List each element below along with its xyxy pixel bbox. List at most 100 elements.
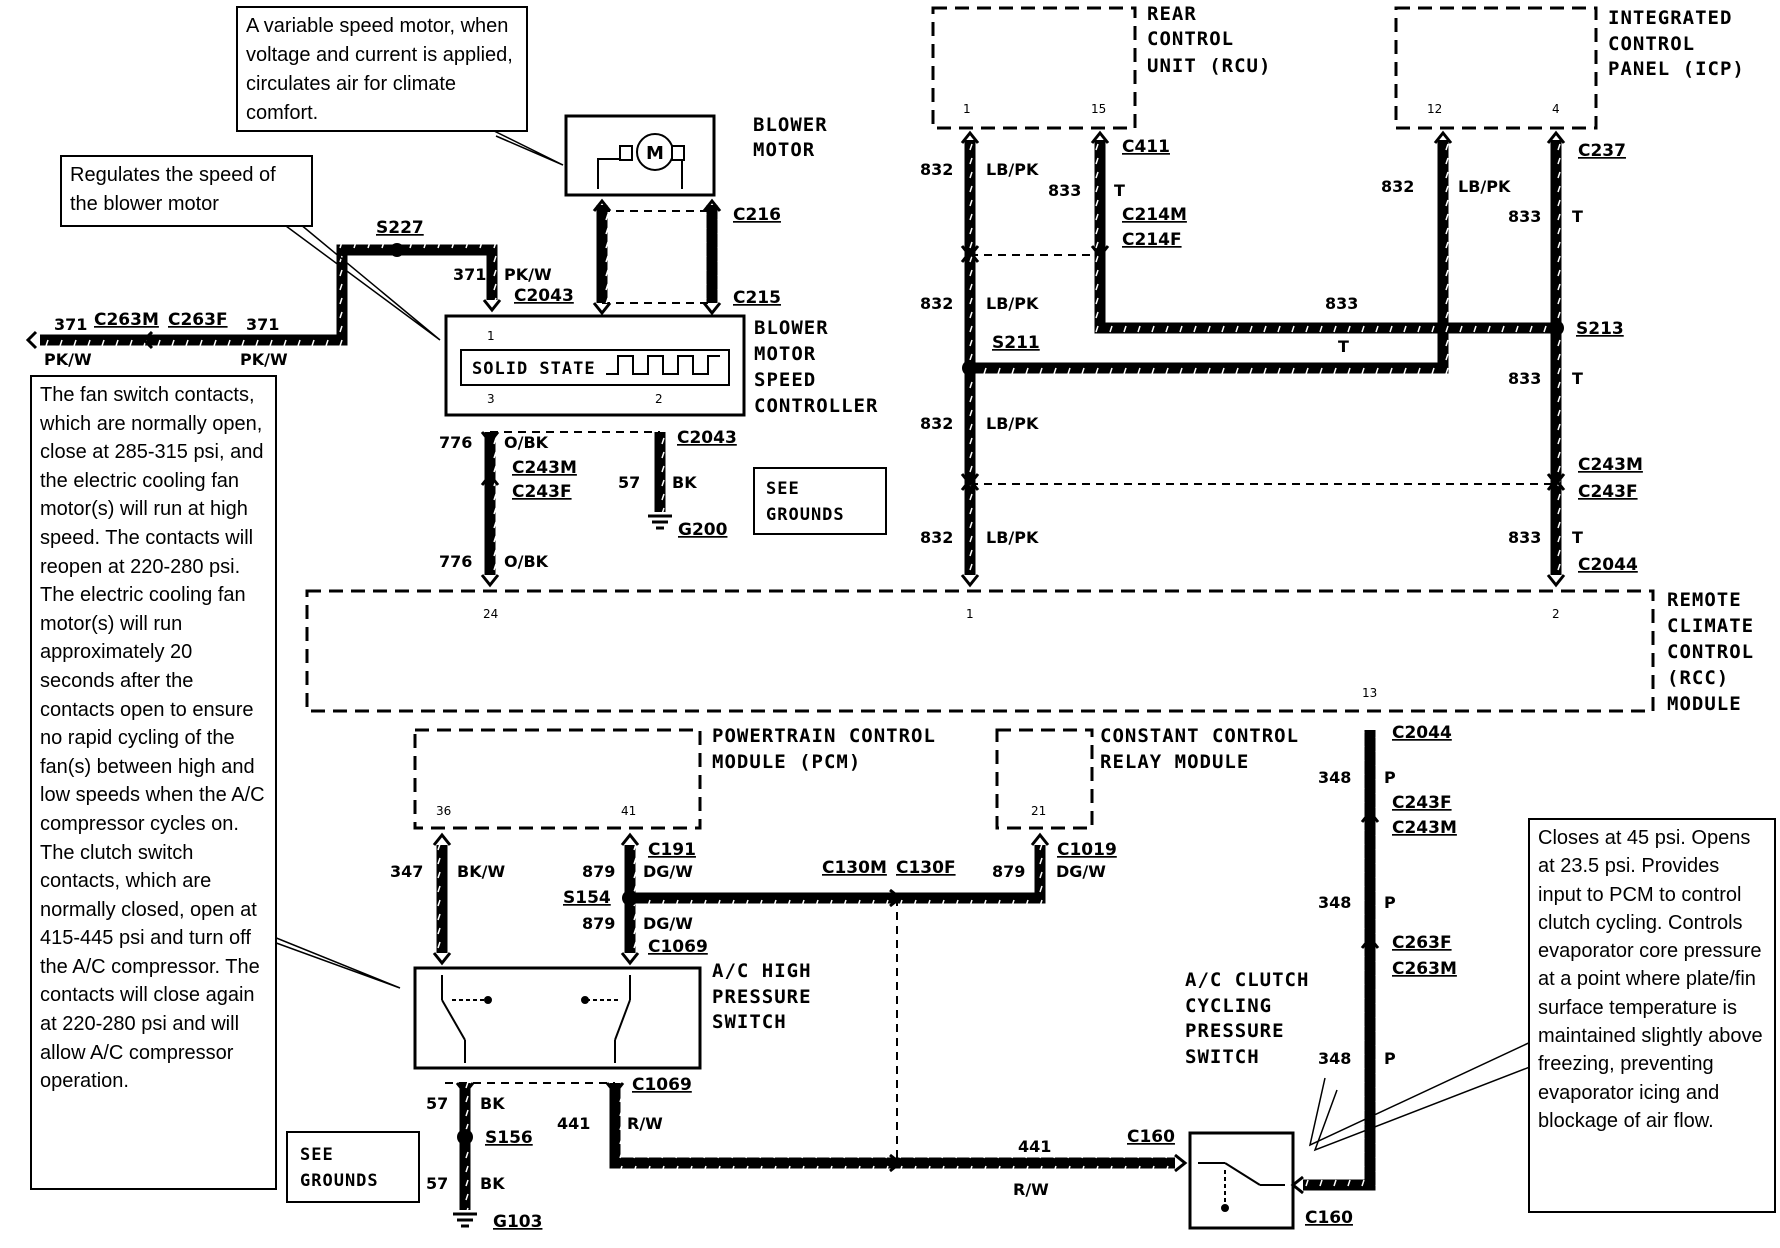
circuit-348-b: 348 <box>1318 893 1351 912</box>
color-t-e: T <box>1572 528 1583 547</box>
label-c160-right: C160 <box>1305 1208 1353 1228</box>
pin-icp-4: 4 <box>1552 102 1560 116</box>
circuit-776-a: 776 <box>439 433 472 452</box>
label-c216: C216 <box>733 205 781 225</box>
pin-ctrl-1: 1 <box>487 329 495 343</box>
color-rw-a: R/W <box>627 1114 663 1133</box>
motor-symbol-letter: M <box>646 143 664 164</box>
pin-rcu-15: 15 <box>1091 102 1106 116</box>
label-g200: G200 <box>678 520 728 540</box>
label-c243m-mid: C243M <box>1392 818 1457 838</box>
pin-numbers: 1 15 12 4 1 3 2 24 1 2 13 36 41 21 <box>436 102 1560 818</box>
label-c263f: C263F <box>168 310 228 330</box>
rcu-label-2: CONTROL <box>1147 28 1234 50</box>
circuit-347: 347 <box>390 862 423 881</box>
label-c2043-bottom: C2043 <box>677 428 737 448</box>
circuit-833-c: 833 <box>1508 207 1541 226</box>
rcc-label-4: (RCC) <box>1667 667 1729 689</box>
color-t-c: T <box>1572 207 1583 226</box>
label-s213: S213 <box>1576 319 1624 339</box>
label-c263m-right: C263M <box>1392 959 1457 979</box>
circuit-833-b: 833 <box>1325 294 1358 313</box>
ccrm-box <box>995 728 1094 830</box>
pin-ctrl-3: 3 <box>487 392 495 406</box>
color-dgw-b: DG/W <box>643 914 693 933</box>
blower-motor-label-1: BLOWER <box>753 114 828 136</box>
circuit-371-b: 371 <box>246 315 279 334</box>
clutch-switch-label-1: A/C CLUTCH <box>1185 969 1309 991</box>
icp-box <box>1394 6 1598 130</box>
ccrm-label-1: CONSTANT CONTROL <box>1100 725 1299 747</box>
color-pkw-b: PK/W <box>240 350 288 369</box>
color-t-d: T <box>1572 369 1583 388</box>
label-c2043-top: C2043 <box>514 286 574 306</box>
pin-pcm-41: 41 <box>621 804 636 818</box>
circuit-833-a: 833 <box>1048 181 1081 200</box>
label-c130m: C130M <box>822 858 887 878</box>
pcm-box <box>413 728 702 830</box>
color-dgw-c: DG/W <box>1056 862 1106 881</box>
rcc-label-2: CLIMATE <box>1667 615 1754 637</box>
note-blower-motor: A variable speed motor, when voltage and… <box>236 6 528 132</box>
label-c2044-bottom: C2044 <box>1392 723 1452 743</box>
controller-label-3: SPEED <box>754 369 816 391</box>
color-rw-b: R/W <box>1013 1180 1049 1199</box>
circuit-57-c: 57 <box>426 1174 448 1193</box>
label-c243f-mid: C243F <box>1392 793 1452 813</box>
clutch-switch-label-3: PRESSURE <box>1185 1020 1285 1042</box>
pin-rcu-1: 1 <box>963 102 971 116</box>
circuit-371-a: 371 <box>54 315 87 334</box>
label-c243m-left: C243M <box>512 458 577 478</box>
circuit-348-a: 348 <box>1318 768 1351 787</box>
note-fan-switch: The fan switch contacts, which are norma… <box>30 375 277 1190</box>
color-bk-a: BK <box>672 473 697 492</box>
clutch-switch-label-2: CYCLING <box>1185 995 1272 1017</box>
ccrm-label-2: RELAY MODULE <box>1100 751 1249 773</box>
label-c1069-top: C1069 <box>648 937 708 957</box>
label-c2044-top: C2044 <box>1578 555 1638 575</box>
label-s156: S156 <box>485 1128 533 1148</box>
rcc-label-5: MODULE <box>1667 693 1742 715</box>
hp-switch-contacts <box>441 975 631 1063</box>
color-p-b: P <box>1384 893 1396 912</box>
circuit-832-a: 832 <box>920 160 953 179</box>
rcu-label-3: UNIT (RCU) <box>1147 55 1271 77</box>
color-bkw: BK/W <box>457 862 505 881</box>
speed-controller-box <box>444 314 746 417</box>
label-g103: G103 <box>493 1212 542 1232</box>
controller-label-2: MOTOR <box>754 343 816 365</box>
label-c191: C191 <box>648 840 696 860</box>
rcu-label-1: REAR <box>1147 3 1197 25</box>
circuit-57-b: 57 <box>426 1094 448 1113</box>
see-grounds-1-label-1: SEE <box>766 479 800 499</box>
label-c130f: C130F <box>896 858 956 878</box>
pin-rcc-24: 24 <box>483 607 498 621</box>
callout-leaders <box>263 125 1536 1152</box>
color-obk-b: O/BK <box>504 552 549 571</box>
circuit-57-a: 57 <box>618 473 640 492</box>
icp-label-1: INTEGRATED <box>1608 7 1732 29</box>
pwm-waveform <box>606 355 720 375</box>
circuit-832-c: 832 <box>920 414 953 433</box>
connector-labels: C263M C263F S227 C2043 C216 C215 C2043 C… <box>94 137 1643 1232</box>
color-pkw-c: PK/W <box>504 265 552 284</box>
see-grounds-2-box <box>286 1131 420 1203</box>
icp-label-2: CONTROL <box>1608 33 1695 55</box>
splices <box>390 243 1564 1145</box>
rcc-box <box>305 589 1655 713</box>
pcm-label-1: POWERTRAIN CONTROL <box>712 725 936 747</box>
note-speed-controller: Regulates the speed of the blower motor <box>60 155 313 227</box>
icp-label-3: PANEL (ICP) <box>1608 58 1745 80</box>
circuit-832-b: 832 <box>920 294 953 313</box>
circuit-879-b: 879 <box>582 914 615 933</box>
label-c160-left: C160 <box>1127 1127 1175 1147</box>
label-c214f: C214F <box>1122 230 1182 250</box>
color-pkw-a: PK/W <box>44 350 92 369</box>
label-c411: C411 <box>1122 137 1170 157</box>
label-c243f-right: C243F <box>1578 482 1638 502</box>
circuit-371-c: 371 <box>453 265 486 284</box>
clutch-switch-box <box>1188 1131 1295 1230</box>
pin-pcm-36: 36 <box>436 804 451 818</box>
color-lbpk-d: LB/PK <box>986 528 1039 547</box>
color-p-c: P <box>1384 1049 1396 1068</box>
